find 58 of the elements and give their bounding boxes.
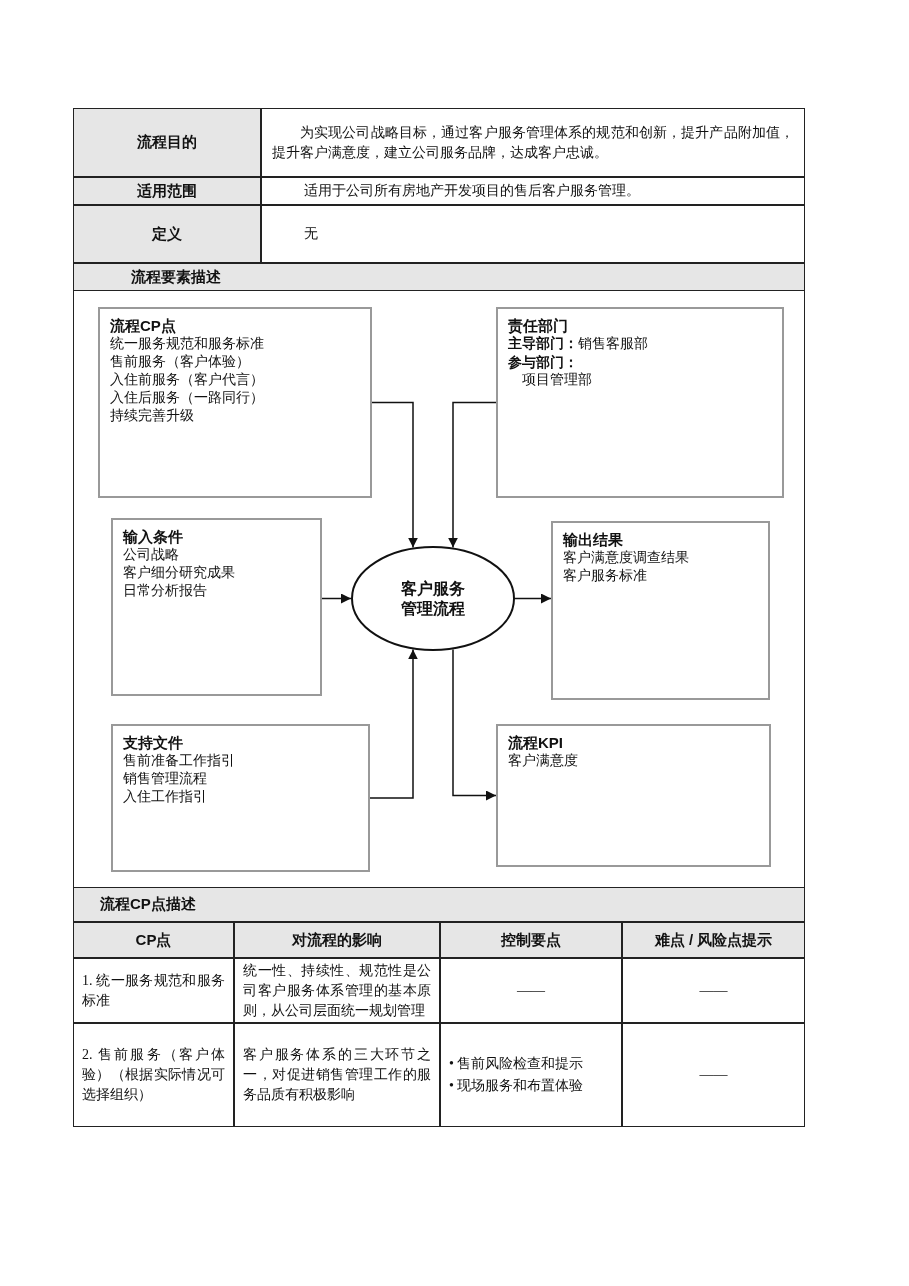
bullet-item: • 现场服务和布置体验: [449, 1077, 584, 1095]
table-text: 2. 售前服务（客户体验）（根据实际情况可选择组织）: [82, 1046, 225, 1104]
body-text: 适用于公司所有房地产开发项目的售后客户服务管理。: [303, 182, 640, 200]
arrow: [448, 401, 497, 549]
column-header: 难点 / 风险点提示: [622, 922, 805, 958]
process-name: 客户服务管理流程: [400, 578, 466, 619]
box-text: 主导部门：销售客服部: [508, 335, 649, 353]
row-header: 定义: [73, 205, 261, 263]
column-header: CP点: [73, 922, 234, 958]
arrow: [371, 401, 418, 549]
box-text: 持续完善升级: [110, 407, 195, 425]
box-text: 客户服务标准: [563, 567, 648, 585]
table-text: 统一性、持续性、规范性是公司客户服务体系管理的基本原则，从公司层面统一规划管理: [243, 961, 431, 1020]
arrow: [514, 593, 552, 604]
box-heading: 流程CP点: [110, 317, 177, 335]
info-box: [98, 307, 372, 498]
box-text: 入住后服务（一路同行）: [110, 389, 265, 407]
section-header: 流程CP点描述: [73, 887, 805, 922]
info-box: [496, 724, 771, 867]
box-text: 参与部门：: [508, 353, 579, 371]
arrow: [321, 593, 352, 604]
table-text: 1. 统一服务规范和服务标准: [82, 971, 225, 1010]
column-header: 对流程的影响: [234, 922, 440, 958]
dash-mark: ——: [699, 1066, 728, 1084]
box-heading: 支持文件: [123, 734, 184, 752]
box-text: 公司战略: [123, 546, 180, 564]
arrow: [369, 648, 418, 799]
box-text: 客户满意度调查结果: [563, 549, 690, 567]
info-box: [111, 724, 370, 872]
box-text: 入住工作指引: [123, 788, 208, 806]
box-heading: 输出结果: [563, 531, 624, 549]
row-header: 适用范围: [73, 177, 261, 205]
info-box: [551, 521, 770, 700]
info-box: [496, 307, 784, 498]
box-heading: 输入条件: [123, 528, 184, 546]
box-text: 售前服务（客户体验）: [110, 353, 251, 371]
body-text: 无: [303, 225, 318, 243]
info-box: [111, 518, 322, 696]
arrow: [452, 648, 497, 801]
box-text: 销售管理流程: [123, 770, 208, 788]
box-text: 入住前服务（客户代言）: [110, 371, 265, 389]
dash-mark: ——: [699, 981, 728, 1000]
box-heading: 流程KPI: [508, 734, 564, 752]
box-text: 项目管理部: [521, 371, 592, 389]
dash-mark: ——: [517, 981, 545, 1000]
table-text: 客户服务体系的三大环节之一，对促进销售管理工作的服务品质有积极影响: [243, 1046, 431, 1104]
row-header: 流程目的: [73, 108, 261, 177]
box-text: 日常分析报告: [123, 582, 208, 600]
box-text: 售前准备工作指引: [123, 752, 236, 770]
box-text: 统一服务规范和服务标准: [110, 335, 265, 353]
bullet-item: • 售前风险检查和提示: [449, 1055, 584, 1073]
box-text: 客户满意度: [508, 752, 579, 770]
process-ellipse: [351, 546, 515, 651]
body-text: 为实现公司战略目标，通过客户服务管理体系的规范和创新，提升产品附加值，提升客户满意度，建立公司服务品牌，达成客户忠诚。: [272, 123, 794, 162]
box-text: 客户细分研究成果: [123, 564, 236, 582]
box-heading: 责任部门: [508, 317, 569, 335]
column-header: 控制要点: [440, 922, 622, 958]
section-header: 流程要素描述: [73, 263, 805, 291]
